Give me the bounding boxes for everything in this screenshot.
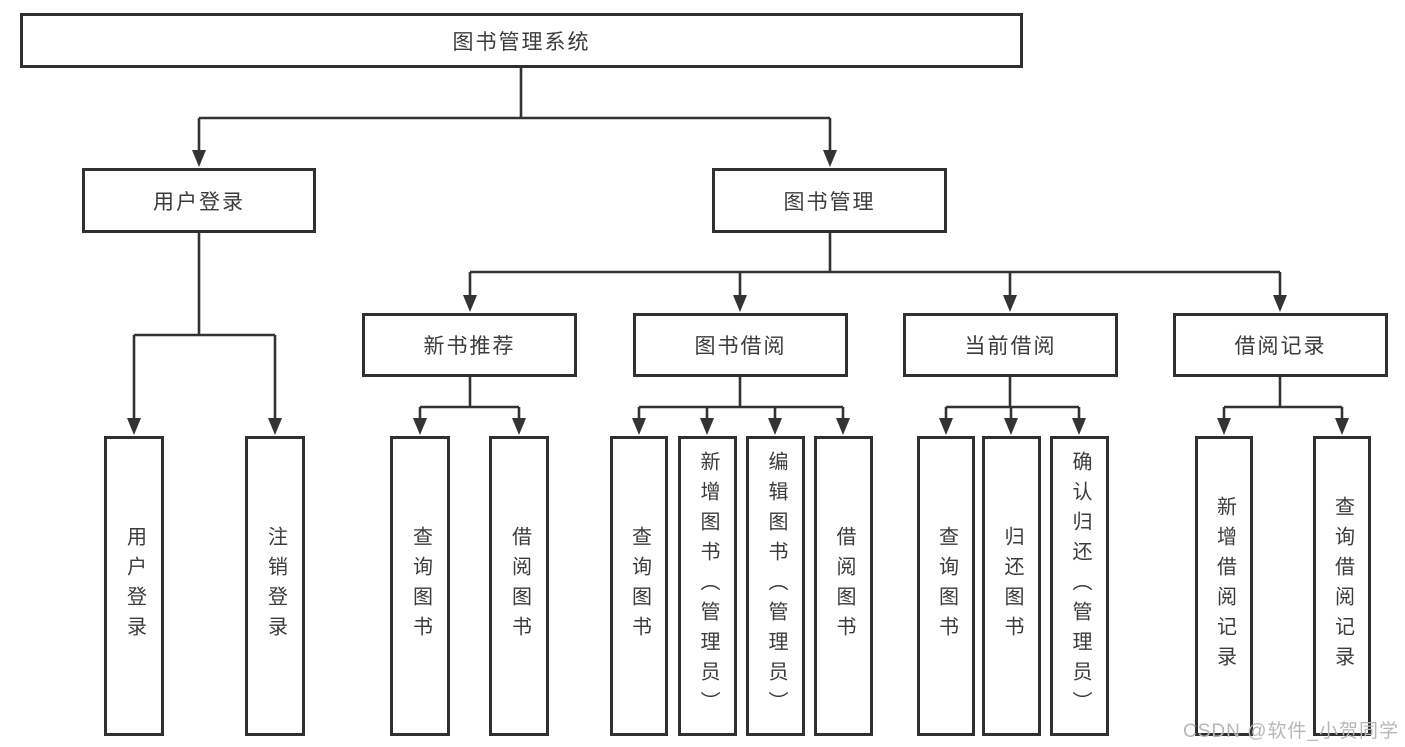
node-new-book-recommend: 新书推荐	[362, 313, 577, 377]
leaf-edit-book-admin: 编辑图书（管理员）	[746, 436, 805, 736]
leaf-logout: 注销登录	[245, 436, 305, 736]
node-book-management: 图书管理	[712, 168, 947, 233]
leaf-return-book: 归还图书	[982, 436, 1041, 736]
leaf-confirm-return-admin: 确认归还（管理员）	[1050, 436, 1109, 736]
node-book-borrowing: 图书借阅	[633, 313, 848, 377]
node-current-borrowing: 当前借阅	[903, 313, 1118, 377]
leaf-query-books-recommend: 查询图书	[390, 436, 450, 736]
node-root: 图书管理系统	[20, 13, 1023, 68]
leaf-add-book-admin: 新增图书（管理员）	[678, 436, 737, 736]
csdn-watermark: CSDN @软件_小贺同学	[1183, 721, 1399, 742]
leaf-query-books-current: 查询图书	[917, 436, 975, 736]
node-borrowing-records: 借阅记录	[1173, 313, 1388, 377]
leaf-add-borrow-record: 新增借阅记录	[1195, 436, 1253, 736]
node-user-login: 用户登录	[82, 168, 316, 233]
leaf-borrow-books-recommend: 借阅图书	[489, 436, 549, 736]
leaf-user-login: 用户登录	[104, 436, 164, 736]
leaf-query-books-borrowing: 查询图书	[610, 436, 668, 736]
leaf-borrow-books-borrowing: 借阅图书	[814, 436, 873, 736]
leaf-query-borrow-record: 查询借阅记录	[1313, 436, 1371, 736]
